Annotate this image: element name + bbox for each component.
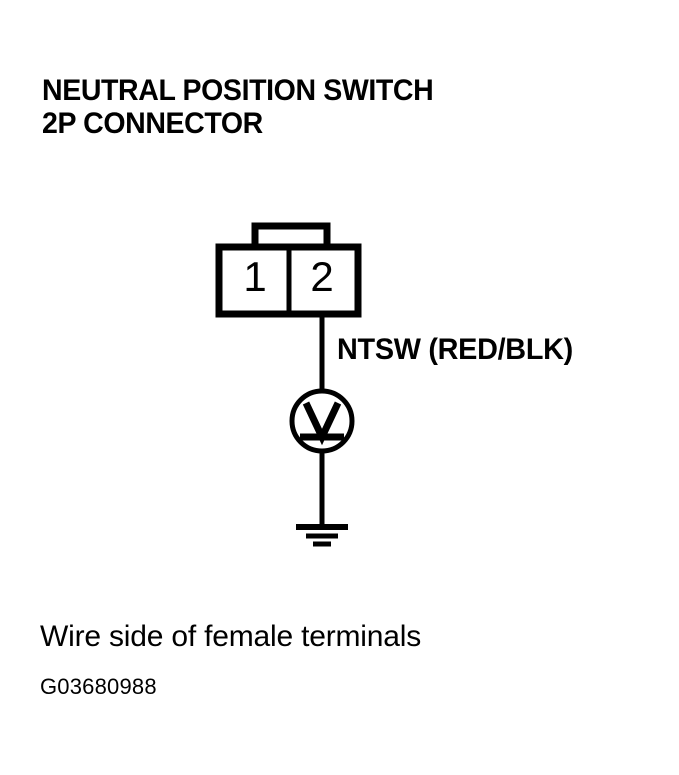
figure-id: G03680988 bbox=[40, 674, 157, 699]
title-line-1: NEUTRAL POSITION SWITCH bbox=[42, 74, 434, 107]
wire-label-ntsw: NTSW (RED/BLK) bbox=[337, 333, 573, 366]
title-line-2: 2P CONNECTOR bbox=[42, 107, 263, 140]
terminal-number-1: 1 bbox=[243, 253, 267, 300]
diagram-title: NEUTRAL POSITION SWITCH 2P CONNECTOR bbox=[42, 74, 642, 140]
diagram-caption: Wire side of female terminals bbox=[40, 620, 421, 653]
terminal-number-2: 2 bbox=[310, 253, 334, 300]
